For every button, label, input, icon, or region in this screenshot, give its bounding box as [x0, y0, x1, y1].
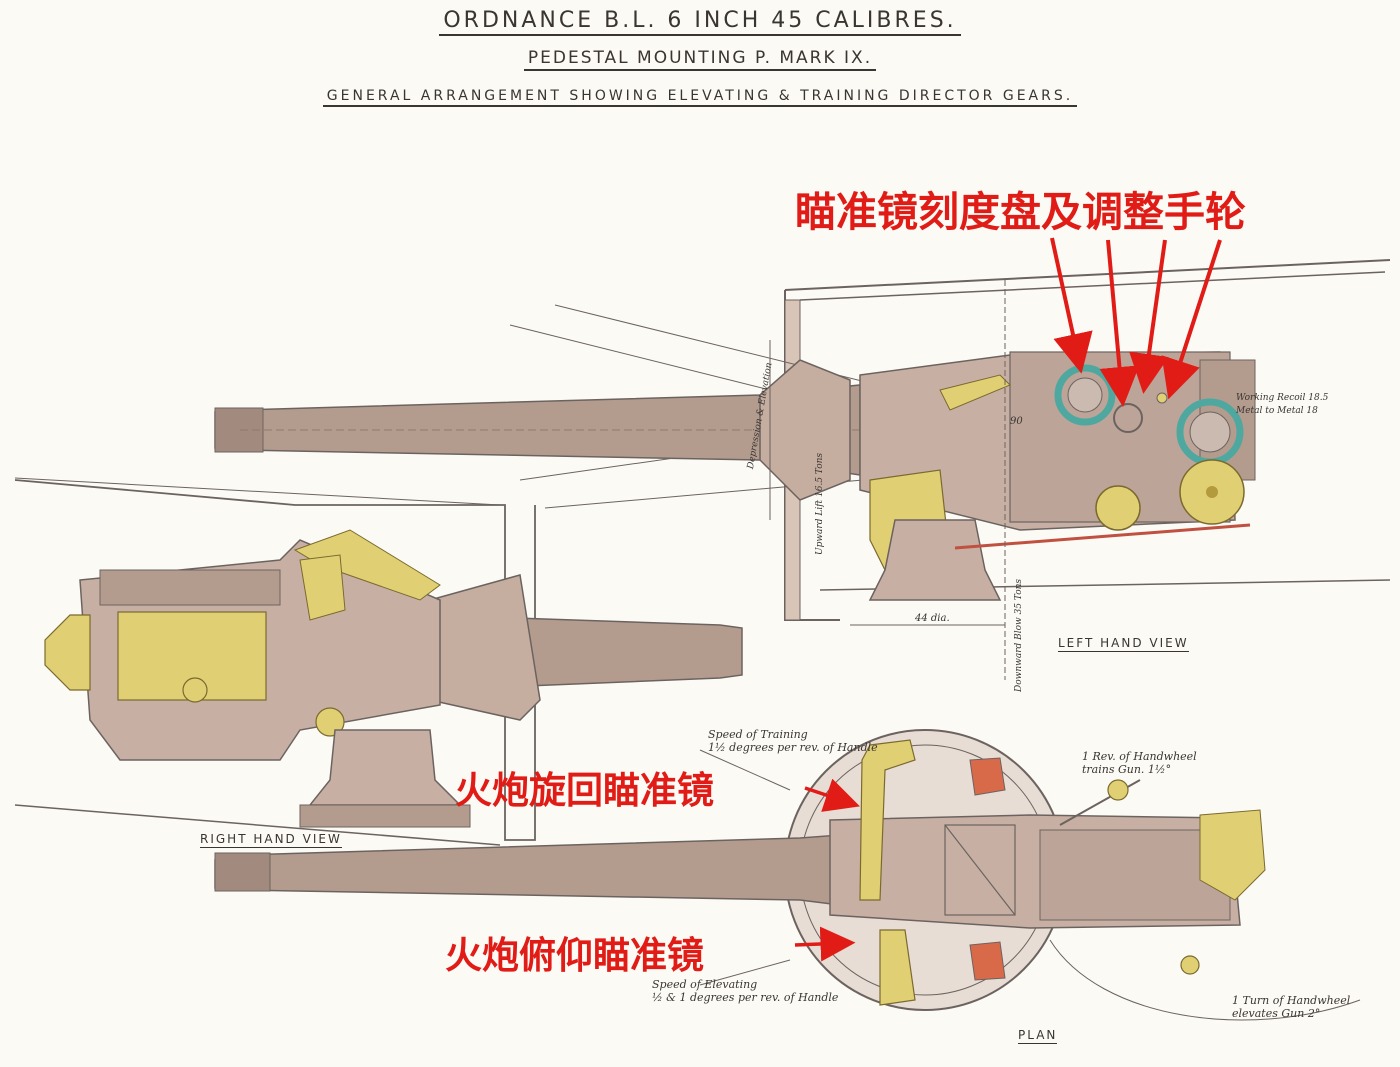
metal-to-metal-note: Metal to Metal 18 — [1236, 406, 1318, 416]
working-recoil-note: Working Recoil 18.5 — [1236, 393, 1329, 403]
note-line: elevates Gun 2° — [1232, 1007, 1321, 1020]
sight-dials-annotation: 瞄准镜刻度盘及调整手轮 — [795, 188, 1246, 236]
upward-lift-note: Upward Lift 16.5 Tons — [815, 452, 825, 555]
speed-of-elevating-note: Speed of Elevating ½ & 1 degrees per rev… — [652, 978, 838, 1004]
right-hand-view-label: RIGHT HAND VIEW — [200, 832, 342, 848]
drawing-subtitle: PEDESTAL MOUNTING P. MARK IX. — [0, 48, 1400, 71]
note-line: Speed of Elevating — [652, 978, 758, 991]
elevating-sight-annotation: 火炮俯仰瞄准镜 — [445, 934, 704, 977]
plan-label: PLAN — [1018, 1028, 1058, 1044]
elevating-sight-arrow — [794, 926, 856, 962]
training-sight-annotation: 火炮旋回瞄准镜 — [455, 769, 714, 812]
speed-of-training-note: Speed of Training 1½ degrees per rev. of… — [708, 728, 878, 754]
handwheel-elevates-note: 1 Turn of Handwheel elevates Gun 2° — [1232, 994, 1350, 1020]
training-sight-arrow — [804, 778, 860, 812]
left-hand-view-label: LEFT HAND VIEW — [1058, 636, 1189, 652]
note-line: ½ & 1 degrees per rev. of Handle — [652, 991, 839, 1004]
drawing-caption: GENERAL ARRANGEMENT SHOWING ELEVATING & … — [0, 88, 1400, 107]
note-line: 1½ degrees per rev. of Handle — [708, 741, 878, 754]
dimension-90: 90 — [1010, 416, 1023, 427]
note-line: trains Gun. 1½° — [1082, 763, 1172, 776]
note-line: Speed of Training — [708, 728, 808, 741]
note-line: 1 Turn of Handwheel — [1232, 994, 1351, 1007]
note-line: 1 Rev. of Handwheel — [1082, 750, 1197, 763]
right-hand-view-drawing — [14, 477, 743, 846]
drawing-title: ORDNANCE B.L. 6 INCH 45 CALIBRES. — [0, 8, 1400, 36]
sight-dial-arrows — [1050, 237, 1222, 407]
diameter-note: 44 dia. — [915, 613, 950, 624]
handwheel-trains-note: 1 Rev. of Handwheel trains Gun. 1½° — [1082, 750, 1197, 776]
downward-blow-note: Downward Blow 35 Tons — [1014, 578, 1024, 692]
